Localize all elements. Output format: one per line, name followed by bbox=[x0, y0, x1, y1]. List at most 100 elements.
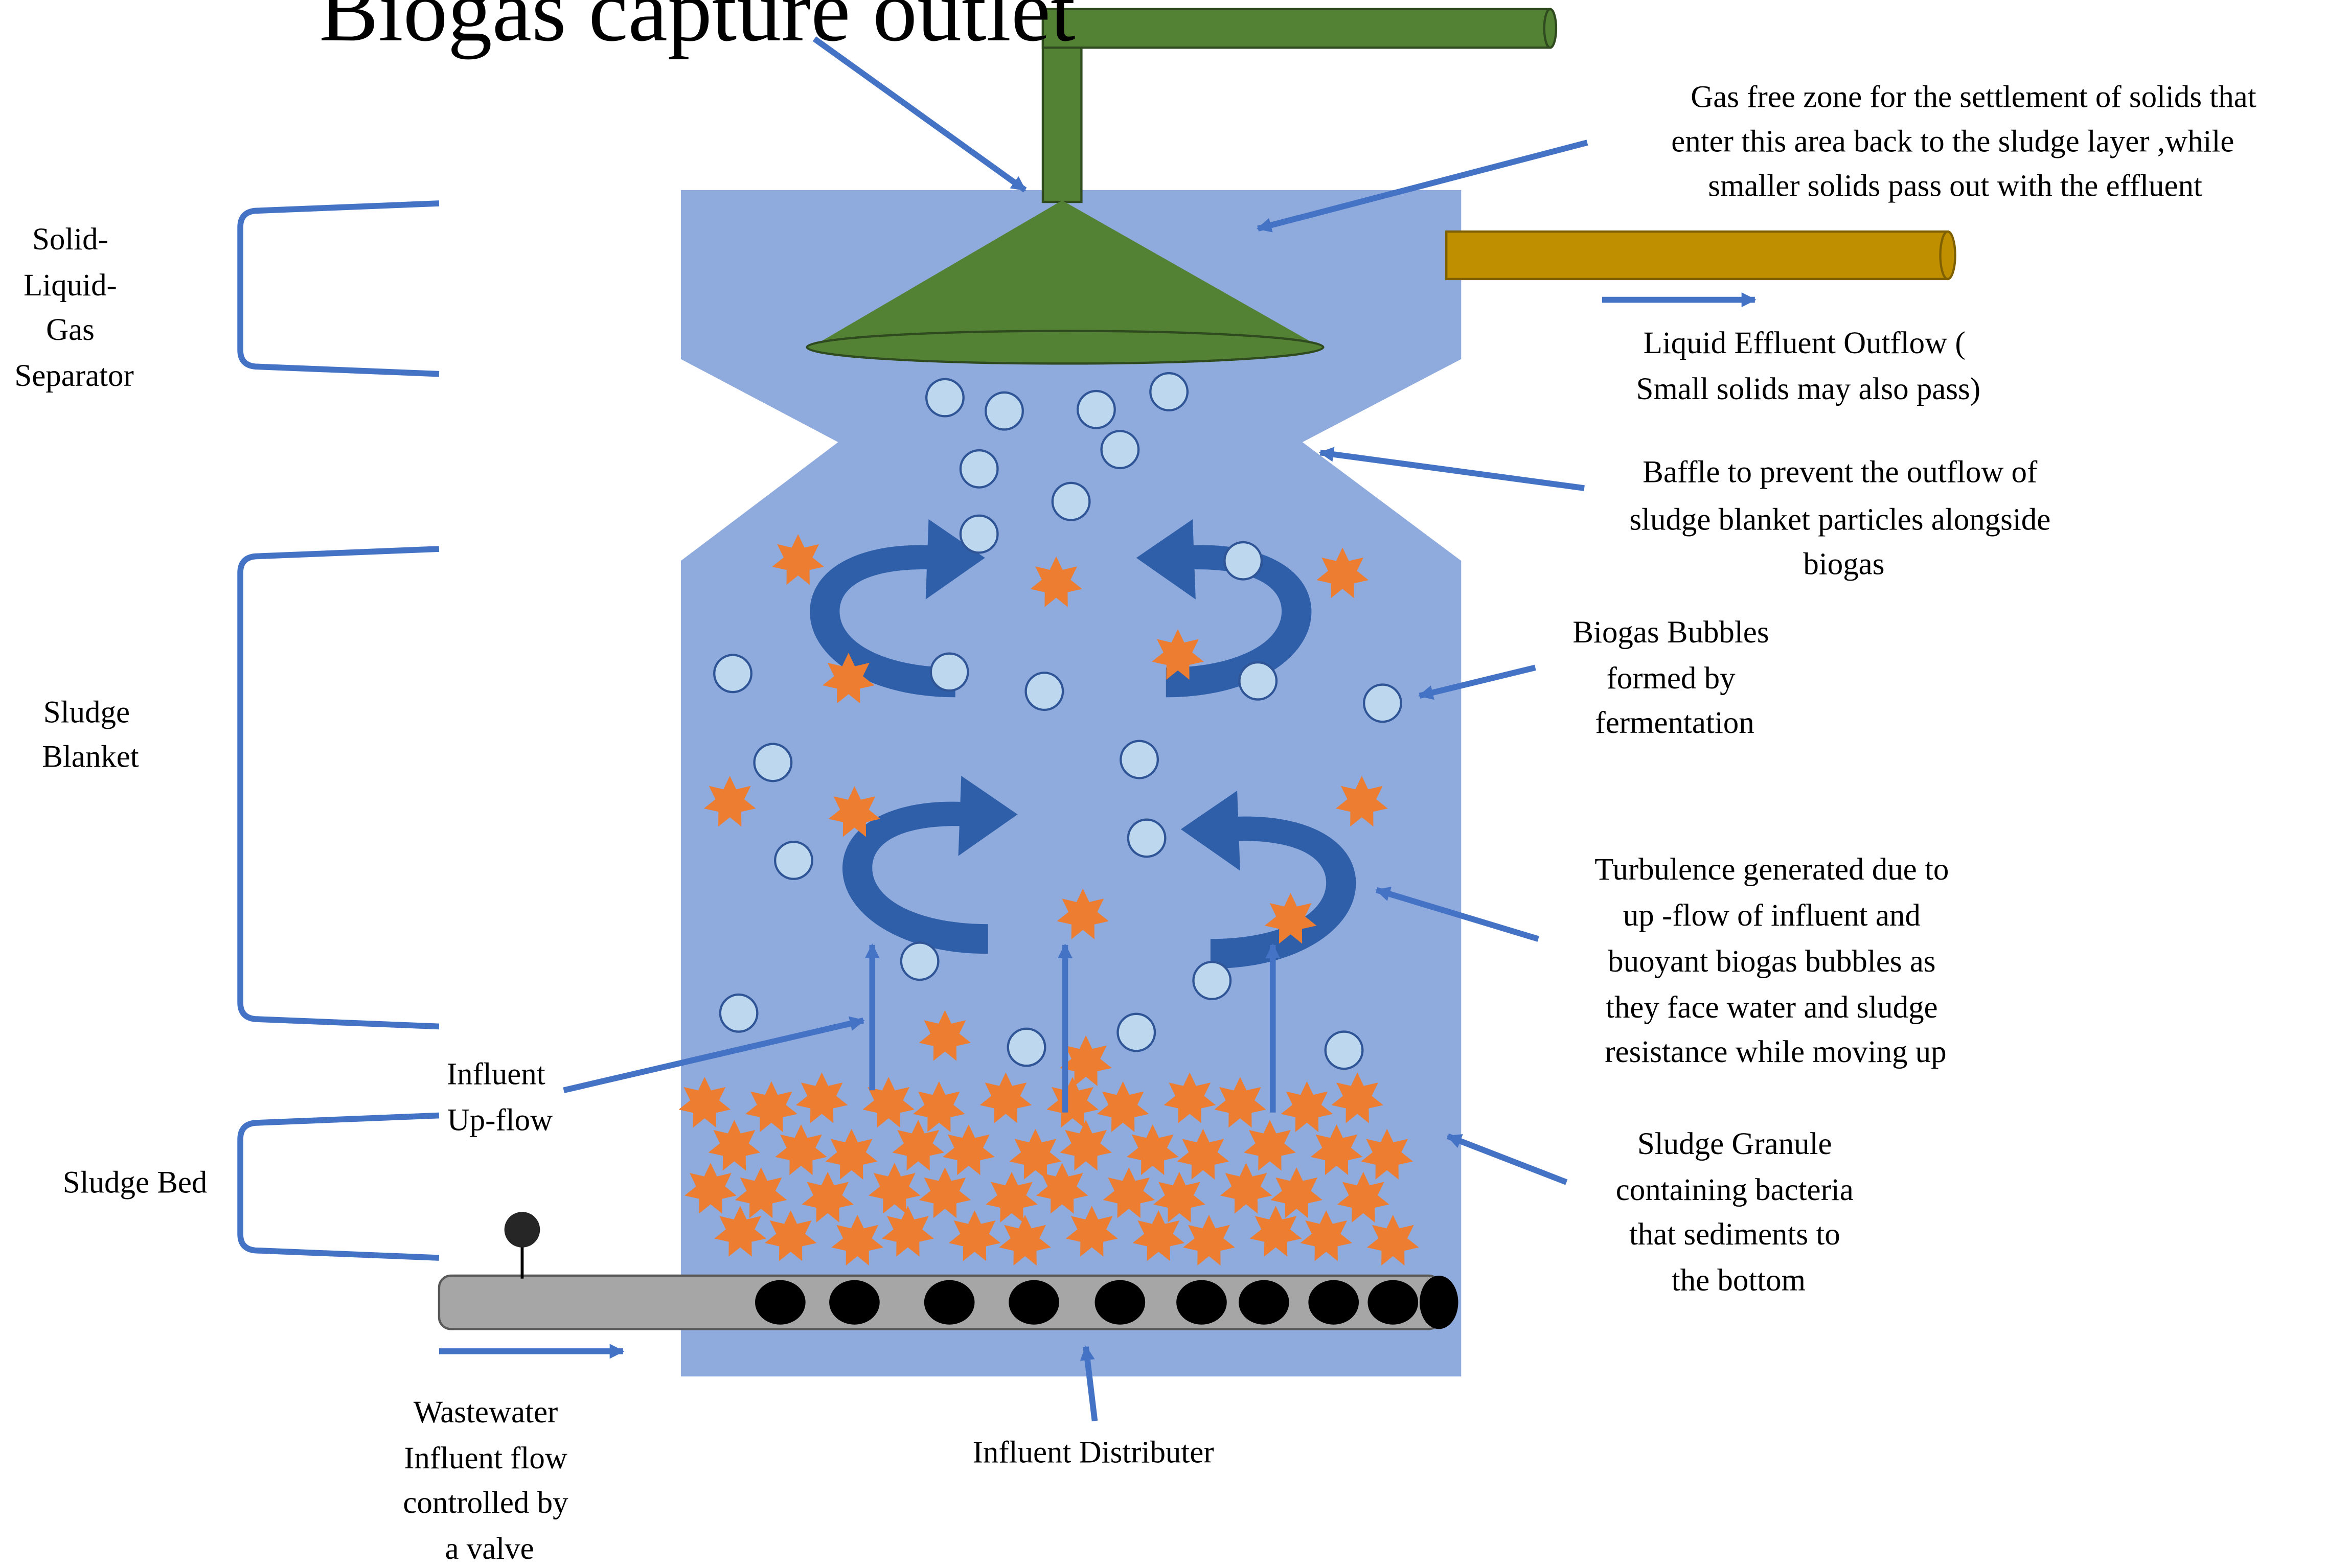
sludge-granule-star-icon bbox=[802, 1171, 854, 1223]
sludge-granule-star-icon bbox=[1331, 1072, 1383, 1123]
distributer-hole bbox=[1094, 1280, 1146, 1325]
biogas-bubble-icon bbox=[719, 993, 759, 1033]
sludge-granule-star-icon bbox=[1126, 1124, 1179, 1175]
distributer-hole bbox=[1176, 1280, 1227, 1325]
biogas-bubble-icon bbox=[929, 652, 969, 692]
sludge-granule-star-icon bbox=[1264, 893, 1317, 944]
sludge-granule-star-icon bbox=[1361, 1128, 1413, 1180]
sludge-granule-star-icon bbox=[1030, 556, 1082, 607]
label-liquid-effluent-outflow: Liquid Effluent Outflow ( Small solids m… bbox=[1636, 326, 1981, 406]
sludge-granule-star-icon bbox=[1214, 1077, 1266, 1128]
sludge-granule-star-icon bbox=[862, 1077, 915, 1128]
sludge-granule-star-icon bbox=[919, 1010, 971, 1061]
sludge-granule-star-icon bbox=[919, 1167, 971, 1218]
sludge-granule-star-icon bbox=[708, 1120, 761, 1171]
sludge-granule-star-icon bbox=[1249, 1206, 1302, 1257]
biogas-bubble-icon bbox=[774, 840, 813, 880]
biogas-bubble-icon bbox=[753, 743, 793, 782]
sludge-granule-star-icon bbox=[772, 534, 824, 585]
sludge-granule-star-icon bbox=[1244, 1120, 1296, 1171]
biogas-bubbles bbox=[713, 372, 1402, 1070]
annotation-pointers bbox=[439, 36, 1757, 1422]
sludge-granule-star-icon bbox=[825, 1128, 878, 1180]
sludge-granule-star-icon bbox=[678, 1077, 731, 1128]
sludge-granule-star-icon bbox=[892, 1120, 944, 1171]
sludge-granule-star-icon bbox=[1281, 1081, 1333, 1133]
biogas-bubble-icon bbox=[1007, 1027, 1046, 1067]
sludge-granule-star-icon bbox=[1183, 1214, 1235, 1266]
biogas-bubble-icon bbox=[900, 941, 940, 981]
biogas-bubble-icon bbox=[1120, 740, 1159, 779]
sludge-granule-star-icon bbox=[913, 1081, 965, 1133]
biogas-outlet-pipe bbox=[1041, 8, 1558, 203]
label-turbulence: Turbulence generated due to up -flow of … bbox=[1594, 852, 1956, 1069]
biogas-bubble-icon bbox=[1324, 1030, 1364, 1070]
sludge-granule-star-icon bbox=[714, 1206, 766, 1257]
distributer-hole bbox=[924, 1280, 975, 1325]
distributer-hole bbox=[829, 1280, 880, 1325]
influent-distributer-pipe bbox=[438, 1274, 1458, 1330]
label-influent-distributer: Influent Distributer bbox=[973, 1436, 1214, 1470]
curved-turbulence-arrow-icon bbox=[1180, 791, 1356, 969]
sludge-granule-star-icon bbox=[943, 1124, 995, 1175]
biogas-bubble-icon bbox=[1223, 541, 1263, 581]
sludge-granule-star-icon bbox=[831, 1214, 884, 1266]
sludge-granule-star-icon bbox=[1132, 1210, 1185, 1261]
sludge-granule-star-icon bbox=[1046, 1077, 1099, 1128]
sludge-granule-star-icon bbox=[1366, 1214, 1419, 1266]
biogas-bubble-icon bbox=[1076, 389, 1116, 429]
distributer-hole bbox=[1009, 1280, 1059, 1325]
sludge-granule-star-icon bbox=[1152, 629, 1204, 680]
biogas-bubble-icon bbox=[1238, 661, 1278, 701]
distributer-holes bbox=[755, 1280, 1419, 1325]
sludge-granule-star-icon bbox=[1060, 1035, 1112, 1087]
labels: Biogas capture outlet Gas free zone for … bbox=[14, 0, 2264, 1566]
sludge-granule-star-icon bbox=[685, 1163, 737, 1214]
distributer-hole bbox=[755, 1280, 806, 1325]
sludge-granule-star-icon bbox=[828, 786, 881, 837]
gas-collection-hood bbox=[806, 200, 1325, 365]
sludge-granule-star-icon bbox=[948, 1210, 1001, 1261]
sludge-granule-star-icon bbox=[1036, 1163, 1088, 1214]
sludge-granule-star-icon bbox=[1310, 1124, 1363, 1175]
sludge-granule-star-icon bbox=[775, 1124, 827, 1175]
sludge-granule-star-icon bbox=[1177, 1128, 1229, 1180]
biogas-bubble-icon bbox=[1116, 1012, 1156, 1052]
sludge-granule-star-icon bbox=[1336, 776, 1388, 827]
label-gas-free-zone: Gas free zone for the settlement of soli… bbox=[1671, 80, 2264, 203]
sludge-granule-star-icon bbox=[1065, 1206, 1118, 1257]
biogas-bubble-icon bbox=[959, 449, 999, 489]
biogas-bubble-icon bbox=[1192, 961, 1232, 1000]
sludge-granule-star-icon bbox=[1300, 1210, 1352, 1261]
biogas-bubble-icon bbox=[713, 654, 752, 694]
valve-knob-icon bbox=[504, 1212, 540, 1279]
sludge-granule-star-icon bbox=[1164, 1072, 1216, 1123]
biogas-bubble-icon bbox=[1149, 372, 1189, 411]
sludge-granule-star-icon bbox=[1060, 1120, 1112, 1171]
sludge-granule-star-icon bbox=[1220, 1163, 1272, 1214]
sludge-granule-star-icon bbox=[868, 1163, 921, 1214]
curved-turbulence-arrow-icon bbox=[842, 776, 1018, 954]
label-baffle: Baffle to prevent the outflow of sludge … bbox=[1629, 455, 2058, 581]
biogas-bubble-icon bbox=[1051, 481, 1091, 521]
distributer-hole bbox=[1238, 1280, 1289, 1325]
label-sludge-blanket: Sludge Blanket bbox=[42, 696, 139, 774]
label-sludge-bed: Sludge Bed bbox=[63, 1165, 208, 1200]
label-influent-upflow: Influent Up-flow bbox=[447, 1057, 553, 1138]
sludge-granule-star-icon bbox=[999, 1214, 1051, 1266]
sludge-granule-star-icon bbox=[795, 1072, 848, 1123]
reactor-body bbox=[680, 190, 1462, 1377]
influent-upflow-arrows bbox=[864, 943, 1281, 1113]
label-biogas-capture-outlet: Biogas capture outlet bbox=[319, 0, 1075, 60]
sludge-granule-star-icon bbox=[1153, 1171, 1205, 1223]
sludge-granule-star-icon bbox=[764, 1210, 817, 1261]
distributer-hole bbox=[1308, 1280, 1359, 1325]
zone-braces bbox=[237, 200, 440, 1261]
biogas-bubble-icon bbox=[985, 391, 1024, 431]
sludge-granule-star-icon bbox=[1316, 547, 1369, 598]
sludge-granules bbox=[678, 534, 1419, 1266]
biogas-bubble-icon bbox=[1127, 818, 1167, 858]
biogas-bubble-icon bbox=[925, 378, 965, 418]
curved-turbulence-arrow-icon bbox=[1136, 519, 1312, 698]
biogas-bubble-icon bbox=[959, 514, 999, 554]
